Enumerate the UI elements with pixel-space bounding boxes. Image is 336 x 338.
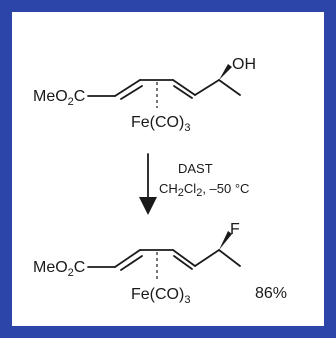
reactant-wedge-bond: [219, 64, 232, 80]
product-fluoro-label: F: [230, 221, 240, 238]
product-wedge-bond: [219, 231, 232, 250]
solvent-temperature-label: CH2Cl2, –50 °C: [159, 181, 249, 199]
product-ester-label: MeO2C: [33, 259, 85, 279]
product-diene-chain: [114, 249, 241, 271]
yield-label: 86%: [255, 285, 287, 302]
reactant-molecule: MeO2C OH Fe(CO)3: [33, 56, 256, 134]
reactant-iron-carbonyl-label: Fe(CO)3: [131, 114, 190, 134]
product-iron-carbonyl-label: Fe(CO)3: [131, 286, 190, 306]
reactant-diene-chain: [114, 79, 241, 100]
reactant-ester-label: MeO2C: [33, 88, 85, 108]
reactant-hydroxyl-label: OH: [232, 56, 256, 73]
product-molecule: MeO2C F Fe(CO)3 86%: [33, 221, 287, 306]
reagent-label: DAST: [178, 161, 213, 176]
scheme-panel: [12, 12, 324, 326]
